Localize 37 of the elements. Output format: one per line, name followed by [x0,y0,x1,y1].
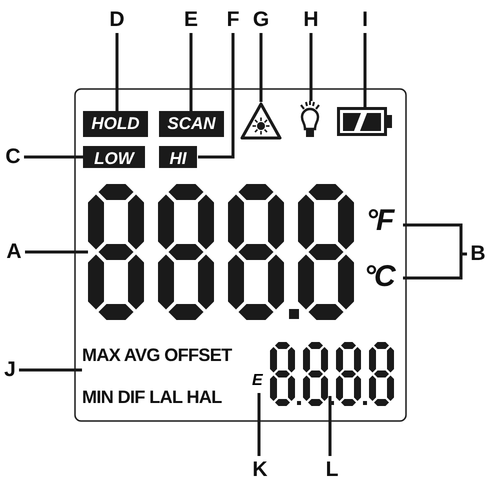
indicator-label: LOW [83,146,145,168]
leader-line [403,252,467,280]
leader-line [116,33,118,111]
seven-segment-display-drawing [270,342,394,406]
indicator-label: HOLD [83,111,148,137]
callout-letter: C [3,145,23,169]
callout-letter: A [4,240,24,264]
mode-label: MIN DIF LAL HAL [82,387,222,407]
error-indicator: E [252,370,266,392]
callout-letter: L [322,458,342,482]
leader-line [25,250,88,254]
leader-line [258,393,260,456]
indicator-label: HI [159,146,197,168]
callout-letter: H [301,8,321,32]
light-bulb-icon [298,101,322,139]
leader-line [328,396,332,456]
callout-letter: F [223,8,243,32]
callout-letter: B [468,242,488,266]
callout-letter: D [107,8,127,32]
leader-line [198,33,234,158]
battery-icon [337,107,393,136]
callout-letter: G [251,8,271,32]
unit-symbol: °F [366,204,402,240]
leader-line [24,156,83,158]
callout-letter: K [250,458,270,482]
unit-symbol: °C [364,260,402,296]
callout-letter: J [2,358,18,382]
leader-line [260,33,262,102]
leader-line [310,33,312,101]
callout-letter: E [181,8,201,32]
leader-line [190,33,192,111]
mode-label: MAX AVG OFFSET [82,345,232,365]
laser-warning-icon [240,102,282,140]
callout-letter: I [355,8,375,32]
leader-line [364,33,366,107]
indicator-label: SCAN [159,111,224,137]
leader-line [19,368,82,372]
